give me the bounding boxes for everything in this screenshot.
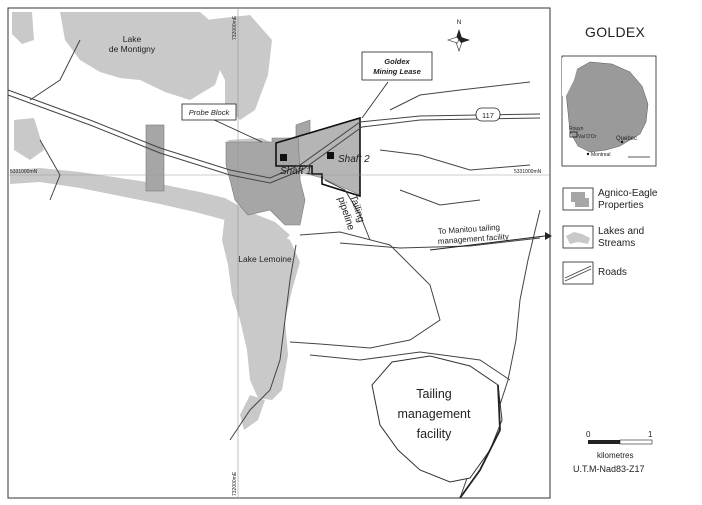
shaft-2-label: Shaft 2 (338, 154, 370, 165)
goldex-lease-label-2: Mining Lease (373, 67, 421, 76)
map-title: GOLDEX (585, 24, 646, 40)
highway-117-b (7, 94, 541, 184)
lake-lemoine-south (240, 395, 265, 430)
legend-roads-line-1: Roads (598, 267, 627, 278)
lake-montigny-label-2: de Montigny (109, 44, 156, 54)
road-ring (289, 231, 441, 349)
north-compass-icon (447, 29, 470, 52)
legend-roads: Roads (598, 267, 627, 279)
property-swatch-fill (571, 192, 589, 207)
quebec-province-shape (565, 61, 649, 153)
legend-lakes-line-1: Lakes and (598, 226, 645, 237)
tailing-facility-label-3: facility (417, 427, 452, 441)
legend-properties: Agnico-Eagle Properties (598, 188, 657, 212)
inset-rouyn-label: Rouyn (569, 126, 584, 132)
inset-montreal-label: Montreal (591, 152, 610, 158)
probe-block-strip (145, 124, 165, 192)
facility-road (459, 384, 501, 499)
road-swatch-line-2 (564, 268, 592, 282)
tailing-facility-label-2: management (398, 407, 471, 421)
legend-properties-line-2: Properties (598, 200, 644, 211)
inset-quebec-label: Quebec (616, 136, 637, 142)
montigny-outlet (205, 15, 272, 120)
legend-lakes: Lakes and Streams (598, 226, 644, 250)
scale-unit-label: kilometres (597, 451, 634, 460)
probe-block-label: Probe Block (189, 108, 231, 117)
road-nw-branch (39, 139, 61, 201)
compass-north-label: N (457, 19, 462, 26)
inset-valdor-label: Val D'Or (578, 134, 597, 140)
road-swatch-icon (562, 261, 594, 285)
highway-117-shield (475, 107, 501, 122)
highway-117-label: 117 (482, 111, 494, 120)
tailing-facility-label-1: Tailing (416, 387, 451, 401)
lake-small-nw (12, 12, 34, 44)
scale-bar-white (619, 439, 653, 445)
road-east-2 (399, 189, 481, 206)
road-north-a (29, 39, 81, 101)
road-west-loop (229, 244, 297, 441)
grid-label-right: 5331000mN (514, 169, 542, 175)
probe-block-leader (209, 117, 263, 143)
scale-start-label: 0 (586, 430, 591, 439)
manitou-arrow (429, 235, 546, 251)
lake-lemoine-label: Lake Lemoine (238, 254, 292, 264)
scale-bar-black (588, 440, 620, 444)
road-north-east (389, 81, 531, 111)
goldex-mining-lease-outline (275, 116, 361, 198)
quebec-dot (620, 140, 624, 144)
road-manitou (339, 237, 541, 249)
grid-label-top: 732000mE (232, 15, 238, 40)
utm-grid (8, 8, 550, 498)
grid-label-left: 5331000mN (10, 169, 38, 175)
goldex-lease-label-1: Goldex (384, 57, 410, 66)
lake-de-montigny (60, 12, 225, 100)
lake-swatch-fill (566, 232, 590, 244)
manitou-label-1: To Manitou tailing (438, 223, 501, 236)
road-east-1 (379, 149, 531, 171)
goldex-lease-leader (361, 81, 389, 119)
highway-117-a (7, 89, 541, 179)
road-swatch-line-1 (564, 265, 592, 279)
shaft-2-marker (327, 152, 334, 159)
goldex-lease-callout (361, 51, 433, 81)
inset-location-box (569, 131, 578, 138)
scale-end-label: 1 (648, 430, 653, 439)
projection-label: U.T.M-Nad83-Z17 (573, 464, 645, 474)
lake-montigny-label-1: Lake (123, 34, 142, 44)
probe-block-callout (181, 103, 237, 121)
montreal-dot (586, 152, 590, 156)
road-pipeline (324, 179, 371, 241)
hudson-bay-shape (562, 58, 580, 96)
west-marsh (14, 118, 44, 160)
shaft-1-label: Shaft 1 (280, 166, 312, 177)
grid-label-bottom: 732000mE (232, 471, 238, 496)
legend-properties-line-1: Agnico-Eagle (598, 188, 658, 199)
legend-lakes-line-2: Streams (598, 238, 636, 249)
shaft-1-marker (280, 154, 287, 161)
river-west (10, 168, 290, 245)
road-south (309, 351, 511, 381)
manitou-arrowhead (545, 232, 552, 240)
